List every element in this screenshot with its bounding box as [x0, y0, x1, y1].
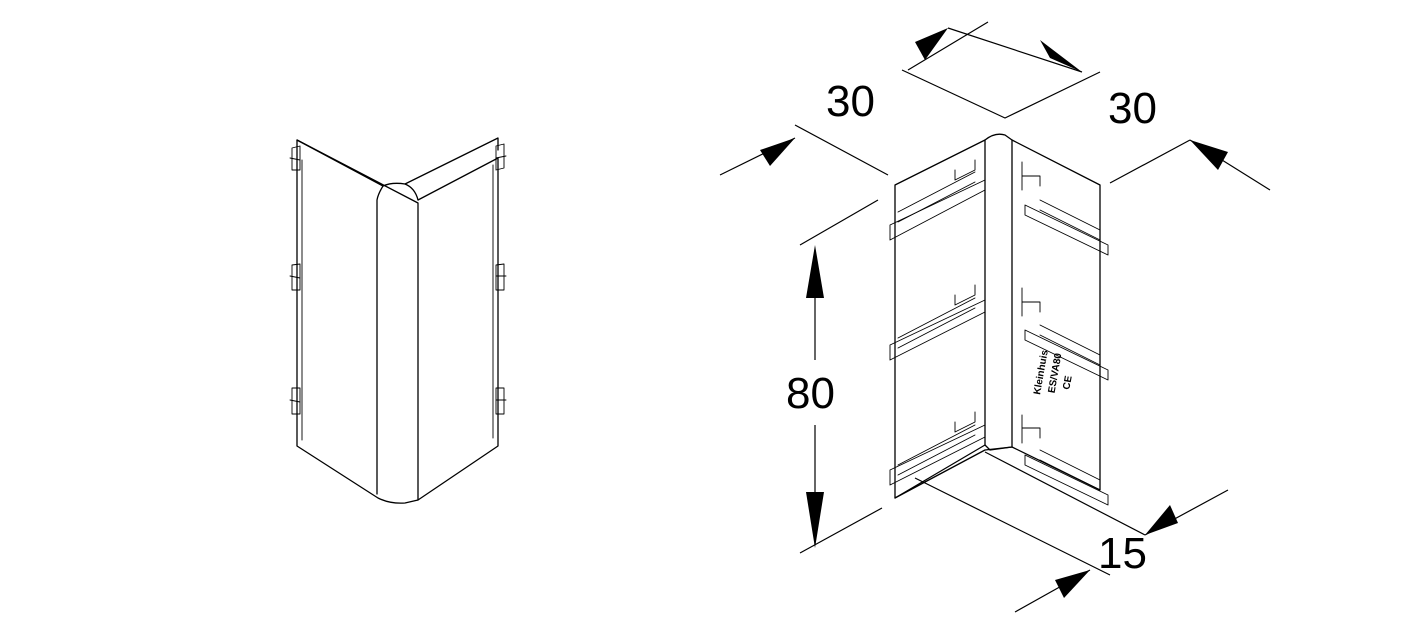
- right-corner-view: Kleinhuis ES/VA80 CE: [889, 133, 1109, 506]
- dim-30-right-extension: [1109, 139, 1191, 184]
- dim-30-left-extension: [794, 21, 989, 176]
- right-wall-slots: [1021, 161, 1109, 506]
- dim-label-depth: 15: [1098, 529, 1147, 578]
- dim-top-line: [901, 69, 1101, 119]
- left-flange-top-edge: [296, 139, 384, 187]
- dim-30-right-arrow: [1190, 140, 1228, 170]
- dimension-lines: 30 30 80 15: [719, 21, 1271, 613]
- right-flange-top-edge: [404, 137, 499, 185]
- inner-bottom-floor: [894, 446, 1013, 499]
- dim-80-extension-bottom: [799, 507, 883, 554]
- dim-15-extension: [914, 451, 1146, 576]
- right-clips: [495, 143, 507, 415]
- dim-label-height: 80: [786, 369, 835, 418]
- dim-label-width-right: 30: [1108, 84, 1157, 133]
- left-flange-outline: [296, 139, 419, 504]
- dim-80-arrow-top: [806, 245, 824, 298]
- embossed-markings: Kleinhuis ES/VA80 CE: [1032, 349, 1075, 396]
- dim-label-width-left: 30: [826, 77, 875, 126]
- inner-right-wall: [1011, 139, 1101, 491]
- left-corner-rounded-front: [376, 182, 419, 495]
- ce-marking: CE: [1061, 375, 1074, 391]
- dim-top-line-diag: [947, 27, 1083, 73]
- dim-80-extension-top: [799, 199, 879, 246]
- dim-top-arrow-right: [1040, 40, 1082, 72]
- right-flange-outline: [417, 157, 499, 501]
- dim-15-arrow-b: [1145, 505, 1178, 535]
- dim-80-arrow-bottom: [806, 492, 824, 548]
- left-clips: [289, 145, 301, 415]
- left-corner-view: [289, 137, 507, 504]
- left-wall-slots: [889, 159, 986, 486]
- dim-top-arrow-left: [915, 28, 948, 60]
- dim-30-left-arrow: [760, 138, 795, 166]
- dim-15-arrow-a: [1055, 570, 1090, 598]
- inner-corner-strip: [984, 133, 1013, 451]
